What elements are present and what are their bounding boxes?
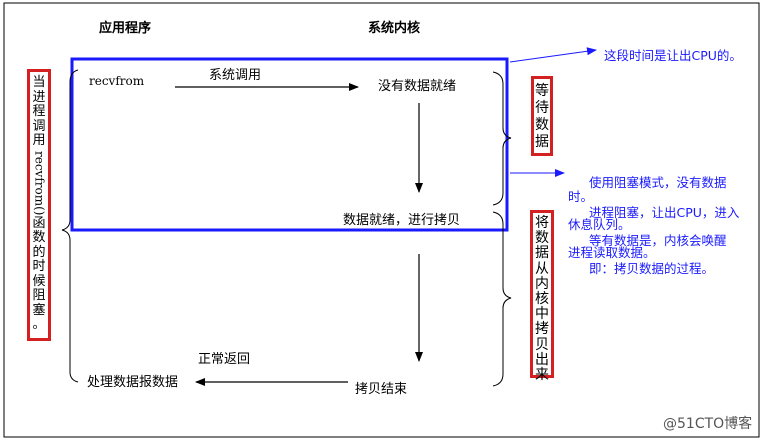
vertical-char: 函 [32, 215, 46, 231]
vertical-char: 用 [32, 133, 46, 148]
blocking-line-5: 等有数据是，内核会唤醒 [589, 233, 727, 248]
process-data-label: 处理数据报数据 [87, 375, 179, 390]
vertical-char: 出 [535, 351, 549, 368]
vertical-char: 数 [32, 230, 46, 246]
vertical-char: 。 [32, 317, 46, 333]
blocking-line-3: 进程阻塞，让出CPU，进入 [589, 205, 740, 220]
vertical-char: 进 [32, 89, 46, 105]
kernel-header: 系统内核 [368, 21, 421, 36]
vertical-char: 拷 [535, 321, 549, 338]
blocking-line-6: 进程读取数据。 [568, 245, 656, 260]
copy-vertical-note: 将数据从内核中拷贝出来 [532, 215, 552, 384]
left-brace [61, 69, 79, 383]
recvfrom-label: recvfrom [89, 74, 145, 88]
wait-brace [492, 71, 512, 206]
blocking-line-2: 时。 [568, 189, 594, 204]
vertical-char: 从 [535, 260, 549, 277]
vertical-char: 的 [32, 244, 46, 260]
blocking-line-7: 即：拷贝数据的过程。 [589, 261, 715, 276]
left-vertical-note: 当进程调用 recvfrom()函数的时候阻塞。 [29, 75, 49, 333]
blocking-line-4: 休息队列。 [568, 217, 631, 232]
outer-frame [3, 2, 760, 438]
wait-note-box [531, 76, 553, 156]
vertical-char: 数 [535, 230, 549, 247]
data-ready-label: 数据就绪，进行拷贝 [343, 213, 461, 228]
watermark: @51CTO博客 [663, 416, 753, 432]
vertical-char: 等 [535, 83, 549, 99]
vertical-char: 内 [535, 275, 549, 292]
vertical-char: 数 [535, 117, 549, 133]
vertical-char: 当 [32, 75, 46, 90]
normal-return-label: 正常返回 [198, 352, 251, 367]
no-data-label: 没有数据就绪 [378, 79, 457, 94]
vertical-char: 候 [32, 273, 46, 289]
app-header: 应用程序 [99, 21, 152, 36]
vertical-char: 时 [32, 259, 46, 275]
left-note-box [27, 69, 51, 341]
vertical-char: 待 [535, 100, 549, 116]
vertical-char: 塞 [32, 302, 46, 318]
vertical-char: 程 [32, 104, 46, 119]
vertical-char: 核 [535, 291, 549, 308]
vertical-char: recvfrom() [32, 150, 47, 215]
vertical-char: 贝 [535, 336, 549, 353]
copy-brace [492, 211, 512, 387]
wait-vertical-note: 等待数据 [533, 83, 551, 151]
vertical-char: 据 [535, 245, 549, 262]
copy-done-label: 拷贝结束 [355, 382, 408, 397]
syscall-label: 系统调用 [209, 68, 262, 83]
vertical-char: 据 [535, 134, 549, 150]
cpu-annotation-arrow [509, 47, 597, 63]
blocking-period-box [70, 57, 509, 232]
vertical-char: 中 [535, 306, 549, 323]
vertical-char: 调 [32, 118, 46, 134]
vertical-char: 来 [535, 367, 549, 384]
copy-note-box [530, 210, 554, 378]
blocking-line-1: 使用阻塞模式，没有数据 [589, 175, 727, 190]
cpu-yield-annotation: 这段时间是让出CPU的。 [604, 48, 742, 63]
vertical-char: 阻 [32, 288, 46, 304]
vertical-char: 将 [535, 215, 549, 231]
